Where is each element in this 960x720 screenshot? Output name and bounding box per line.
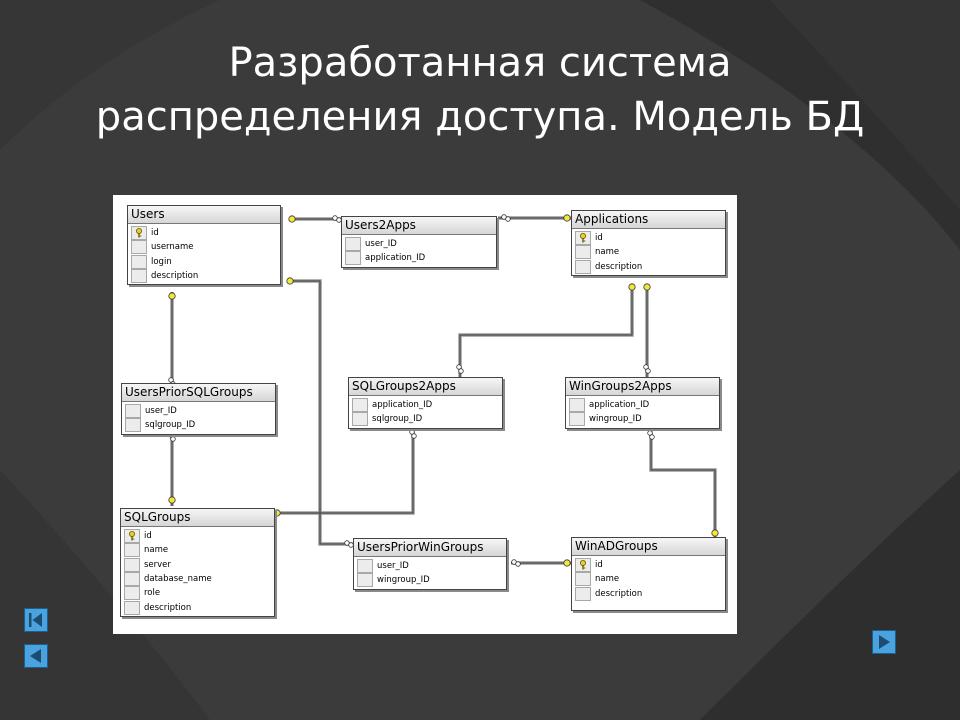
table-field: wingroup_ID [357,573,503,588]
table-field: sqlgroup_ID [352,412,499,427]
table-field: database_name [124,572,271,587]
table-field: name [575,245,722,260]
slide-title: Разработанная система распределения дост… [40,36,920,144]
table-field: user_ID [125,404,272,419]
slide-title-line-1: Разработанная система [228,40,732,86]
table-winadgroups[interactable]: WinADGroups id name description [571,537,726,611]
table-field: user_ID [345,237,493,252]
table-field: wingroup_ID [569,412,716,427]
key-icon [136,228,142,238]
table-field: role [124,586,271,601]
relationship-lines [168,214,719,567]
table-wingroups2apps[interactable]: WinGroups2Apps application_ID wingroup_I… [565,377,720,429]
key-icon [129,531,135,541]
database-diagram: Users id username login description User… [113,195,737,634]
table-sqlgroups2apps[interactable]: SQLGroups2Apps application_ID sqlgroup_I… [348,377,503,429]
key-icon [580,233,586,243]
table-field: id [575,558,722,573]
table-applications[interactable]: Applications id name description [571,210,726,276]
table-field: application_ID [345,251,493,266]
table-field: description [575,259,722,274]
table-header: SQLGroups2Apps [349,378,502,396]
table-users2apps[interactable]: Users2Apps user_ID application_ID [341,216,497,268]
table-field: name [575,572,722,587]
table-header: UsersPriorWinGroups [354,539,506,557]
table-field: id [575,231,722,246]
table-field: sqlgroup_ID [125,418,272,433]
table-field: description [131,269,277,284]
table-header: UsersPriorSQLGroups [122,384,275,402]
table-field: description [124,600,271,615]
table-field: description [575,586,722,601]
table-sqlgroups[interactable]: SQLGroups id name server database_name r… [120,508,275,617]
table-field: user_ID [357,559,503,574]
table-field: id [124,529,271,544]
first-slide-button[interactable] [24,608,48,632]
next-slide-button[interactable] [872,630,896,654]
table-header: WinADGroups [572,538,725,556]
table-field: name [124,543,271,558]
table-header: WinGroups2Apps [566,378,719,396]
table-userspriorwingroups[interactable]: UsersPriorWinGroups user_ID wingroup_ID [353,538,507,590]
table-field: server [124,557,271,572]
table-users[interactable]: Users id username login description [127,205,281,285]
key-icon [580,560,586,570]
slide-title-line-2: распределения доступа. Модель БД [95,94,865,140]
table-header: SQLGroups [121,509,274,527]
table-field: application_ID [352,398,499,413]
table-field: login [131,254,277,269]
previous-slide-button[interactable] [24,644,48,668]
table-field: id [131,226,277,241]
table-header: Applications [572,211,725,229]
table-header: Users [128,206,280,224]
table-field: username [131,240,277,255]
table-field: application_ID [569,398,716,413]
table-header: Users2Apps [342,217,496,235]
table-userspriorsqlgroups[interactable]: UsersPriorSQLGroups user_ID sqlgroup_ID [121,383,276,435]
